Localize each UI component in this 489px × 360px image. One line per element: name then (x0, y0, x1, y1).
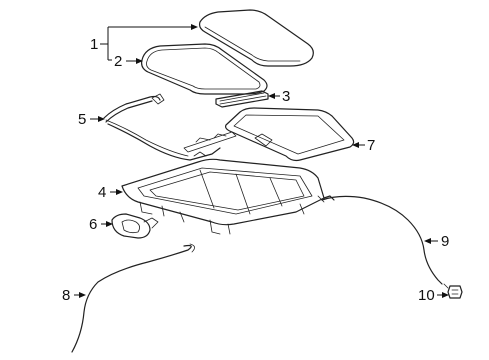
callout-7-label: 7 (367, 137, 375, 154)
drain-hose-rear (321, 195, 449, 289)
sunshade (225, 107, 355, 162)
callout-1: 1 (90, 24, 198, 61)
drain-grommet (447, 285, 463, 299)
callout-2: 2 (114, 53, 143, 70)
sunroof-motor (111, 213, 159, 239)
glass-seal (141, 43, 268, 95)
callout-6-label: 6 (89, 216, 97, 233)
callout-4: 4 (98, 184, 123, 201)
callout-5-label: 5 (78, 111, 86, 128)
callout-7: 7 (352, 137, 375, 154)
callout-1-label: 1 (90, 36, 98, 53)
callout-3: 3 (268, 88, 290, 105)
callout-2-label: 2 (114, 53, 122, 70)
callout-4-label: 4 (98, 184, 106, 201)
callout-9: 9 (424, 233, 449, 250)
sunroof-frame (121, 158, 335, 235)
callout-3-label: 3 (282, 88, 290, 105)
callout-5: 5 (78, 111, 105, 128)
callout-10: 10 (418, 287, 449, 304)
drain-hose-front (71, 243, 195, 353)
callout-10-label: 10 (418, 287, 435, 304)
callout-8-label: 8 (62, 287, 70, 304)
callout-6: 6 (89, 216, 113, 233)
guide-rail (103, 93, 237, 161)
deflector-strip (215, 90, 269, 108)
callout-8: 8 (62, 287, 86, 304)
callout-9-label: 9 (441, 233, 449, 250)
glass-panel (198, 9, 314, 67)
